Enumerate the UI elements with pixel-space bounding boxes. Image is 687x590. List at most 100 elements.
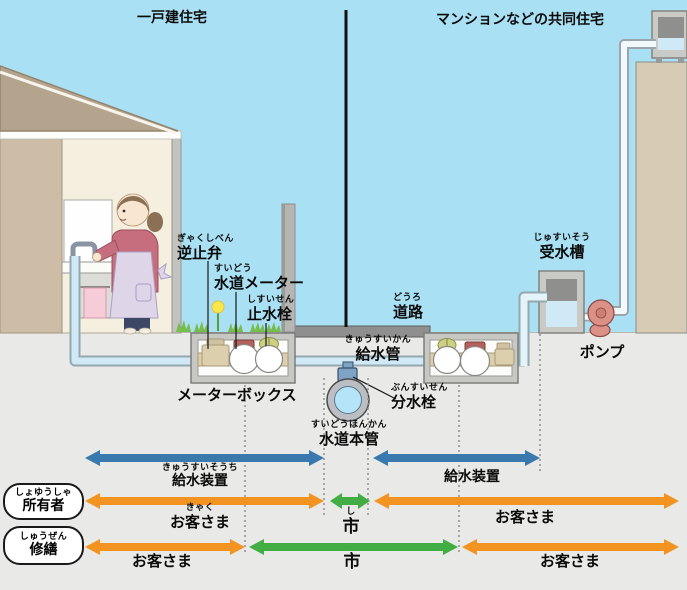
label-water-meter-text: 水道メーター [214,273,305,292]
label-equipment-left-furigana: きゅうすいそうち [161,463,239,473]
apron-bow [157,262,173,280]
roof-edge [0,70,177,135]
arrow-equipment-left [85,450,324,466]
label-repair-customer-left-text: お客さま [131,552,193,570]
yard [176,300,281,332]
tank-leg-left [656,58,662,63]
label-water-main-text: 水道本管 [318,429,380,448]
label-repair-city-text: 市 [343,552,361,572]
building-body [635,61,687,334]
label-owner-customer-left: きゃく お客さま [169,503,231,531]
title-detached-house-text: 一戸建住宅 [137,10,207,26]
label-repair-customer-left: お客さま [132,553,192,569]
label-repair-customer-right-text: お客さま [539,552,601,570]
label-pump: ポンプ [580,344,625,360]
detached-house [0,65,182,335]
label-receiving-tank-text: 受水槽 [539,242,585,261]
leader-lines [207,261,397,400]
label-road: どうろ 道路 [393,293,424,321]
title-apartment: マンションなどの共同住宅 [436,12,604,28]
ponytail [147,212,163,232]
stop-valve-body [254,344,284,374]
owner-badge: しょゆうしゃ 所有者 [3,483,84,520]
label-branch-valve: ぶんすいせん 分水栓 [391,383,448,411]
grass [176,320,281,332]
label-branch-valve-furigana: ぶんすいせん [391,383,448,393]
house-eaves [0,130,182,140]
label-repair-city: 市 [343,552,361,572]
section-dividers [244,334,541,555]
arrow-repair-right [462,539,679,555]
mouth [119,218,127,221]
label-owner-city-furigana: し [346,507,356,517]
house-roof [0,65,179,132]
legend-arrows [85,450,679,555]
apron-pocket [135,283,152,302]
arm [95,239,120,262]
foot-left [123,327,137,335]
water-main-water [334,386,362,414]
check-valve-right [494,348,515,366]
meter-box-left [190,332,296,384]
stop-valve-body-right [432,345,462,375]
service-pipe [71,256,524,365]
arrow-repair-city [249,539,458,555]
title-apartment-text: マンションなどの共同住宅 [436,12,604,28]
label-receiving-tank: じゅすいそう 受水槽 [533,233,591,261]
repair-badge-furigana: しゅうぜん [19,531,68,542]
arrow-owner-city [330,493,370,509]
foot-right [138,327,152,335]
label-branch-valve-text: 分水栓 [391,392,437,411]
flower-head [211,300,225,314]
repair-badge: しゅうぜん 修繕 [3,526,84,565]
meter-box-right [423,332,519,384]
label-equipment-right: 給水装置 [444,469,500,485]
eye [122,209,126,213]
label-owner-customer-right-text: お客さま [494,508,556,526]
repair-badge-text: 修繕 [29,541,58,558]
label-owner-customer-right: お客さま [495,509,555,525]
check-valve [201,344,230,367]
water-meter-body [228,343,260,375]
towel [83,287,107,319]
label-owner-customer-left-text: お客さま [169,512,231,531]
title-detached-house: 一戸建住宅 [137,10,207,26]
label-equipment-left-text: 給水装置 [171,472,228,489]
label-pump-text: ポンプ [579,343,625,361]
label-supply-pipe-text: 給水管 [355,344,401,363]
fence-post-shade [282,204,285,332]
label-road-text: 道路 [393,302,424,321]
boundary-line [344,10,348,327]
label-equipment-left: きゅうすいそうち 給水装置 [161,463,239,489]
label-road-furigana: どうろ [393,293,422,303]
owner-badge-text: 所有者 [22,497,65,514]
receiving-tank-group [538,270,615,338]
person [92,193,173,335]
house-left-wall [0,137,63,334]
apartment-building [635,10,687,334]
label-water-meter: すいどう 水道メーター [214,264,305,292]
rooftop-tank-interior [658,17,684,38]
label-meter-box: メーターボックス [177,387,297,403]
label-supply-pipe: きゅうすいかん 給水管 [344,335,412,363]
label-water-main-furigana: すいどうほんかん [310,420,388,430]
label-water-main: すいどうほんかん 水道本管 [310,420,388,448]
owner-badge-furigana: しょゆうしゃ [14,487,72,498]
label-stop-valve: しすいせん 止水栓 [247,295,294,322]
tank-feed-pipe [520,293,547,366]
label-check-valve: ぎゃくしべん 逆止弁 [177,234,234,262]
hair [117,195,150,213]
receiving-tank-water [546,301,577,327]
arrow-repair-left [85,539,245,555]
arrow-owner-left [85,493,324,509]
label-check-valve-furigana: ぎゃくしべん [177,234,234,244]
water-meter-body-right [459,345,491,377]
label-owner-city-text: 市 [342,516,360,537]
hand [92,252,102,262]
label-supply-pipe-furigana: きゅうすいかん [344,335,412,345]
label-check-valve-text: 逆止弁 [177,243,223,262]
label-receiving-tank-furigana: じゅすいそう [533,233,591,243]
label-repair-customer-right: お客さま [540,553,600,569]
